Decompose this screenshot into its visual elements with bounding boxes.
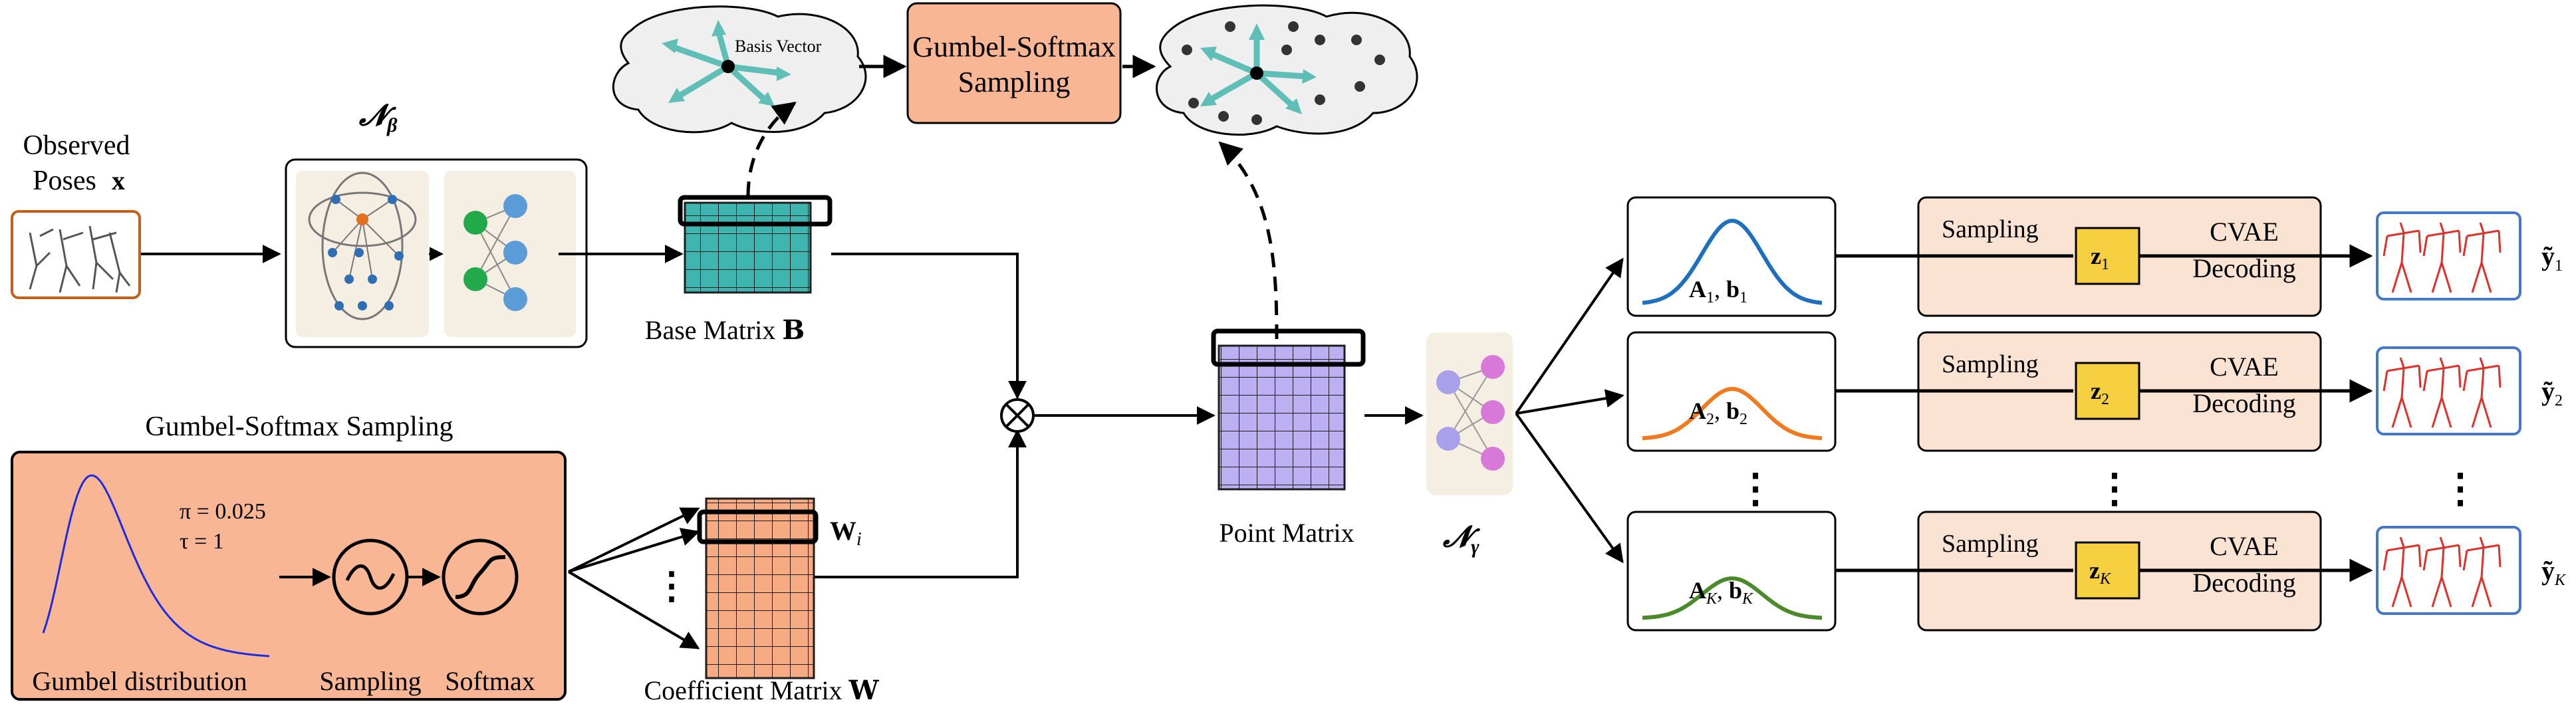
z-label: zK bbox=[2089, 557, 2112, 588]
basis-vector-label: Basis Vector bbox=[735, 37, 822, 56]
dashed-arrow-point-to-cloud bbox=[1218, 141, 1279, 340]
gumbel-softmax-box: Gumbel-Softmax Sampling bbox=[906, 2, 1122, 124]
decoding-label: Decoding bbox=[2192, 388, 2296, 418]
y-output-label: ỹ2 bbox=[2541, 376, 2563, 410]
arrow-gumbel-to-coeff-2 bbox=[568, 528, 700, 573]
point-matrix-label: Point Matrix bbox=[1219, 518, 1354, 548]
sampled-points bbox=[1182, 21, 1385, 125]
gumbel-softmax-panel: Gumbel-Softmax Sampling π = 0.025 τ = 1 … bbox=[11, 412, 567, 701]
point-matrix-grid bbox=[1218, 344, 1346, 491]
arrow-base-to-multiply bbox=[831, 253, 1027, 400]
graph-icon bbox=[308, 172, 417, 320]
output-ellipsis: ⋮ bbox=[2440, 467, 2480, 511]
gaussian-params-label: A1, b1 bbox=[1689, 276, 1747, 306]
branch-3: AK, bK Sampling CVAE Decoding zK ỹK bbox=[1626, 511, 2567, 632]
pi-label: π = 0.025 bbox=[180, 499, 266, 524]
sampling-icon bbox=[332, 538, 409, 616]
z-box bbox=[2075, 362, 2140, 420]
softmax-icon bbox=[442, 538, 519, 616]
gaussian-params-label: A2, b2 bbox=[1689, 398, 1747, 428]
z-box bbox=[2075, 541, 2140, 600]
point-matrix: Point Matrix bbox=[1211, 328, 1366, 548]
sampled-points-cloud bbox=[1156, 4, 1418, 136]
decoder-sampling-label: Sampling bbox=[1942, 530, 2039, 558]
basis-origin-point bbox=[721, 60, 735, 73]
base-matrix: Base Matrix B bbox=[645, 195, 833, 346]
decoder-sampling-label: Sampling bbox=[1942, 215, 2039, 243]
base-matrix-grid bbox=[684, 201, 812, 294]
gumbel-top-line1: Gumbel-Softmax bbox=[912, 31, 1116, 63]
branch-1: A1, b1 Sampling CVAE Decoding z1 ỹ1 bbox=[1626, 196, 2563, 317]
sampling-label: Sampling bbox=[319, 666, 421, 696]
decoder-sampling-label: Sampling bbox=[1942, 350, 2039, 378]
gaussian-box bbox=[1626, 511, 1837, 632]
decoding-label: Decoding bbox=[2192, 253, 2296, 283]
arrow-gumbel-to-coeff-1 bbox=[568, 507, 700, 573]
gaussian-curve bbox=[1642, 386, 1823, 441]
base-matrix-label: Base Matrix B bbox=[645, 314, 805, 346]
arrow-coeff-to-multiply bbox=[815, 429, 1027, 578]
z-label: z2 bbox=[2091, 378, 2109, 408]
observed-label: Observed bbox=[23, 130, 130, 161]
dashed-arrow-base-to-cloud bbox=[746, 101, 797, 197]
arrow-ngamma-to-branch-2 bbox=[1515, 389, 1624, 415]
output-skeleton-icon bbox=[2383, 357, 2502, 428]
cvae-label: CVAE bbox=[2210, 217, 2279, 247]
y-output-label: ỹK bbox=[2541, 556, 2567, 589]
observed-poses: Observed Poses x bbox=[11, 130, 141, 299]
gumbel-distribution-label: Gumbel distribution bbox=[32, 666, 247, 696]
arrow-ngamma-to-branch-k bbox=[1515, 412, 1624, 564]
poses-label: Poses bbox=[33, 166, 96, 196]
y-output-label: ỹ1 bbox=[2541, 241, 2563, 275]
gumbel-distribution-curve bbox=[42, 474, 270, 657]
n-beta-module: 𝓝β bbox=[285, 99, 588, 348]
basis-vector-cloud: Basis Vector bbox=[612, 5, 867, 134]
w-i-label: Wi bbox=[830, 516, 862, 550]
coefficient-ellipsis: ⋮ bbox=[653, 566, 690, 607]
branch-2: A2, b2 Sampling CVAE Decoding z2 ỹ2 bbox=[1626, 331, 2563, 452]
n-gamma-label: 𝓝γ bbox=[1442, 521, 1480, 558]
gumbel-top-line2: Sampling bbox=[958, 66, 1071, 98]
coefficient-matrix-grid bbox=[705, 497, 815, 679]
cvae-label: CVAE bbox=[2210, 531, 2279, 561]
gumbel-panel-title: Gumbel-Softmax Sampling bbox=[145, 412, 453, 442]
base-matrix-highlight-row bbox=[678, 195, 833, 227]
arrow-ngamma-to-branch-1 bbox=[1515, 257, 1624, 415]
softmax-label: Softmax bbox=[445, 666, 535, 696]
mlp-icon bbox=[463, 194, 527, 311]
gaussian-ellipsis: ⋮ bbox=[1736, 467, 1775, 511]
arrow-gumbel-to-coeff-n bbox=[567, 570, 700, 649]
n-gamma-module: 𝓝γ bbox=[1426, 332, 1513, 558]
decoding-label: Decoding bbox=[2192, 568, 2296, 598]
x-symbol: x bbox=[112, 166, 125, 195]
decoder-ellipsis: ⋮ bbox=[2095, 467, 2134, 511]
output-skeleton-icon bbox=[2383, 222, 2502, 293]
n-beta-label: 𝓝β bbox=[358, 99, 398, 136]
cvae-label: CVAE bbox=[2210, 352, 2279, 382]
coefficient-matrix: Wi Coefficient Matrix W ⋮ bbox=[644, 497, 880, 706]
gaussian-curve bbox=[1642, 576, 1823, 620]
coefficient-matrix-label: Coefficient Matrix W bbox=[644, 675, 880, 706]
point-matrix-highlight-row bbox=[1211, 328, 1366, 367]
output-skeleton-icon bbox=[2383, 536, 2502, 608]
gaussian-curve bbox=[1642, 218, 1823, 305]
multiply-operator-icon bbox=[1000, 398, 1035, 433]
z-box bbox=[2075, 227, 2140, 285]
gaussian-params-label: AK, bK bbox=[1689, 577, 1754, 608]
z-label: z1 bbox=[2091, 243, 2109, 273]
input-skeleton-icon bbox=[29, 225, 131, 293]
tau-label: τ = 1 bbox=[180, 529, 224, 554]
gaussian-box bbox=[1626, 331, 1837, 452]
coefficient-highlight-row bbox=[697, 509, 819, 544]
